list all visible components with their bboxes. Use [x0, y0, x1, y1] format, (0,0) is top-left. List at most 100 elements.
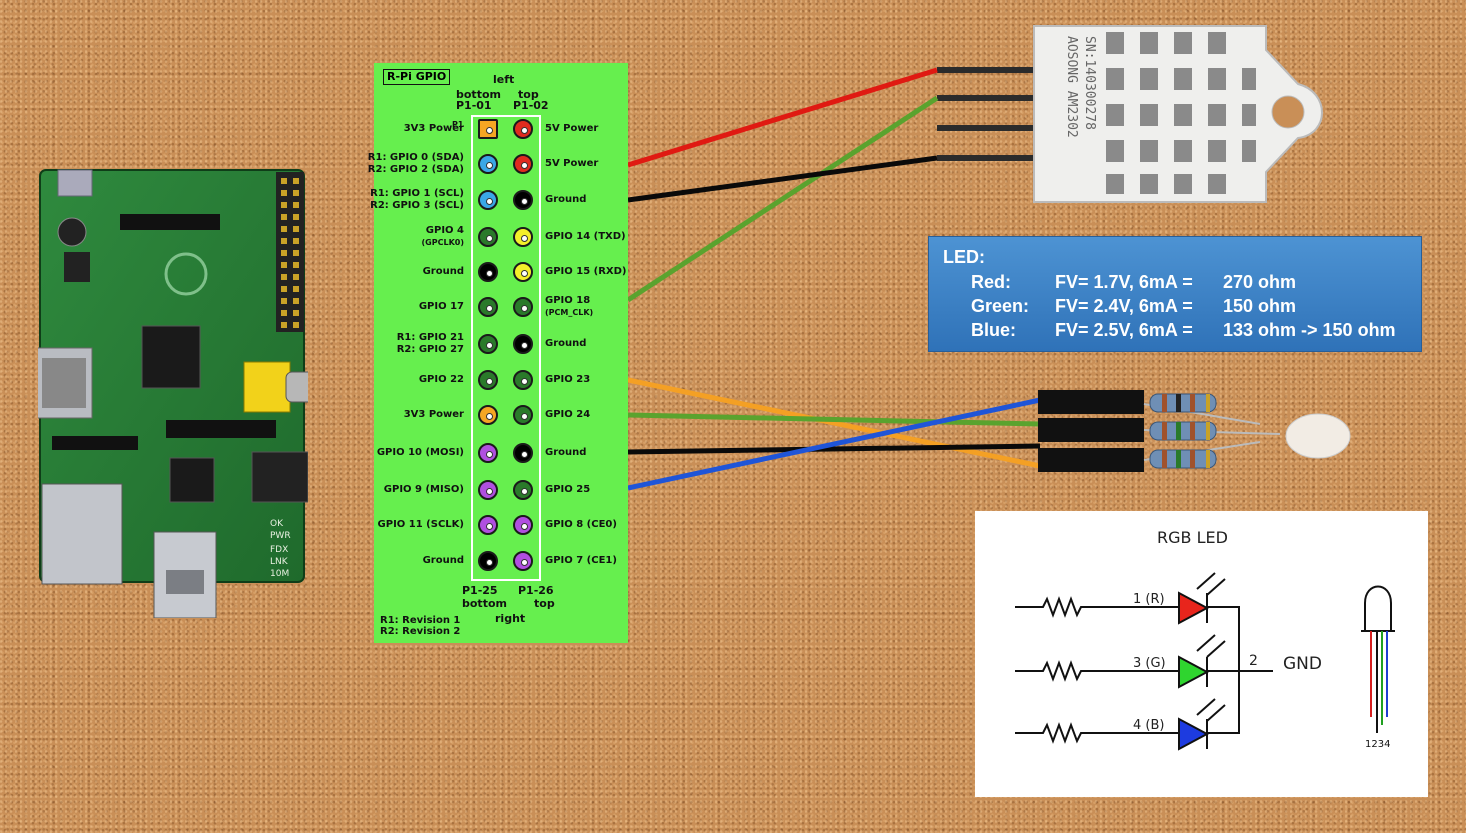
- p1-01-label: P1-01: [456, 99, 492, 112]
- led-resistor-info-box: LED: Red: FV= 1.7V, 6mA = 270 ohm Green:…: [928, 236, 1422, 352]
- gpio-right-label: GPIO 24: [545, 409, 590, 421]
- gpio-left-label: Ground: [423, 555, 464, 567]
- gpio-pin-right-9: [513, 405, 533, 425]
- led-heading: LED:: [943, 247, 985, 267]
- svg-text:LNK: LNK: [270, 557, 289, 567]
- gpio-left-label-line: R1: GPIO 21: [396, 332, 464, 343]
- p1-marker: P1: [452, 120, 464, 129]
- led-blue-color: Blue:: [971, 320, 1016, 340]
- gpio-left-label-line: GPIO 10 (MOSI): [376, 447, 464, 458]
- sensor-model-text: AOSONG AM2302: [1064, 36, 1079, 138]
- gpio-left-label: R1: GPIO 1 (SCL)R2: GPIO 3 (SCL): [370, 188, 464, 212]
- top-label: top: [518, 88, 539, 101]
- p1-02-label: P1-02: [513, 99, 549, 112]
- gpio-left-label-line: Ground: [422, 555, 464, 566]
- gpio-right-label-line: GPIO 24: [545, 409, 591, 420]
- gpio-pin-left-1: [478, 119, 498, 139]
- gpio-right-label-line: 5V Power: [545, 158, 599, 169]
- gpio-right-label-line: GPIO 18: [545, 295, 591, 306]
- gpio-left-label-line: 3V3 Power: [403, 409, 464, 420]
- gpio-pin-left-5: [478, 262, 498, 282]
- gpio-left-label-line: R1: GPIO 0 (SDA): [367, 152, 464, 163]
- dht22-sensor: AOSONG AM2302 SN:140300278: [1033, 25, 1323, 203]
- led-red-resistor: 270 ohm: [1223, 272, 1297, 292]
- gpio-pin-right-7: [513, 334, 533, 354]
- gpio-pin-left-3: [478, 190, 498, 210]
- led-blue-spec: FV= 2.5V, 6mA =: [1055, 320, 1193, 340]
- gpio-right-label: Ground: [545, 447, 586, 459]
- gpio-pin-left-10: [478, 443, 498, 463]
- gpio-right-label: GPIO 18 (PCM_CLK): [545, 295, 593, 319]
- gpio-pin-right-11: [513, 480, 533, 500]
- gnd-label: GND: [1283, 654, 1322, 674]
- led-pin-numbers: 1234: [1365, 739, 1390, 750]
- green-wire-sensor: [626, 95, 939, 303]
- gpio-pin-right-5: [513, 262, 533, 282]
- gpio-right-label-line: (PCM_CLK): [545, 308, 594, 317]
- gpio-left-label: GPIO 11 (SCLK): [378, 519, 464, 531]
- gpio-pin-right-2: [513, 154, 533, 174]
- gpio-right-label-line: 5V Power: [545, 123, 599, 134]
- gpio-right-label-line: GPIO 7 (CE1): [545, 555, 617, 566]
- b-pin-label: 4 (B): [1133, 718, 1164, 733]
- green-wire-led: [627, 412, 1041, 427]
- gpio-pin-left-12: [478, 515, 498, 535]
- gpio-pin-left-9: [478, 405, 498, 425]
- gpio-left-label: GPIO 17: [419, 301, 464, 313]
- gpio-right-label-line: Ground: [545, 338, 587, 349]
- gpio-left-label-line: R1: GPIO 1 (SCL): [370, 188, 464, 199]
- gpio-left-label-line: R2: GPIO 27: [396, 344, 464, 355]
- gpio-left-label-line: (GPCLK0): [421, 238, 464, 247]
- gpio-left-label: 3V3 Power: [404, 123, 464, 135]
- svg-text:10M: 10M: [270, 569, 289, 579]
- gpio-pin-left-13: [478, 551, 498, 571]
- p1-26-label: P1-26: [518, 584, 554, 597]
- gpio-left-label: GPIO 4 (GPCLK0): [422, 225, 464, 249]
- gpio-left-label: GPIO 10 (MOSI): [377, 447, 464, 459]
- rgb-led-schematic: RGB LED 1 (R) 3 (G) 4 (B) 2 GND 1234: [975, 511, 1428, 797]
- pin-header-frame: [471, 115, 541, 581]
- orange-wire: [627, 377, 1041, 469]
- r-pin-label: 1 (R): [1133, 592, 1165, 607]
- led-blue-resistor: 133 ohm -> 150 ohm: [1223, 320, 1396, 340]
- gpio-right-label: GPIO 8 (CE0): [545, 519, 617, 531]
- schematic-title: RGB LED: [1157, 528, 1228, 547]
- led-green-resistor: 150 ohm: [1223, 296, 1297, 316]
- top-label-2: top: [534, 597, 555, 610]
- gpio-pin-right-4: [513, 227, 533, 247]
- gpio-right-label-line: Ground: [545, 194, 587, 205]
- gpio-pin-left-7: [478, 334, 498, 354]
- blue-wire: [627, 397, 1041, 491]
- gpio-pin-left-2: [478, 154, 498, 174]
- gpio-right-label: 5V Power: [545, 123, 598, 135]
- gpio-right-label: 5V Power: [545, 158, 598, 170]
- gpio-right-label: GPIO 23: [545, 374, 590, 386]
- gpio-right-label-line: GPIO 25: [545, 484, 591, 495]
- gpio-left-label-line: R2: GPIO 2 (SDA): [367, 164, 464, 175]
- led-green-spec: FV= 2.4V, 6mA =: [1055, 296, 1193, 316]
- gpio-left-label-line: Ground: [422, 266, 464, 277]
- sensor-serial-text: SN:140300278: [1082, 36, 1097, 130]
- led-red-color: Red:: [971, 272, 1011, 292]
- gpio-left-label: 3V3 Power: [404, 409, 464, 421]
- gpio-right-label: GPIO 25: [545, 484, 590, 496]
- gpio-pin-right-12: [513, 515, 533, 535]
- bottom-label: bottom: [456, 88, 501, 101]
- gpio-pin-right-8: [513, 370, 533, 390]
- svg-text:PWR: PWR: [270, 531, 291, 541]
- gpio-title: R-Pi GPIO: [383, 69, 451, 85]
- gpio-left-label-line: GPIO 4: [425, 225, 464, 236]
- led-red-spec: FV= 1.7V, 6mA =: [1055, 272, 1193, 292]
- led-green-color: Green:: [971, 296, 1030, 316]
- black-wire-sensor: [627, 155, 938, 203]
- gpio-right-label: GPIO 7 (CE1): [545, 555, 617, 567]
- gpio-right-label-line: GPIO 14 (TXD): [545, 231, 626, 242]
- gpio-right-label-line: Ground: [545, 447, 587, 458]
- bottom-label-2: bottom: [462, 597, 507, 610]
- revision-1-note: R1: Revision 1: [380, 615, 461, 626]
- gpio-left-label-line: GPIO 9 (MISO): [383, 484, 464, 495]
- right-label: right: [495, 612, 526, 625]
- gpio-pin-left-11: [478, 480, 498, 500]
- gpio-pin-left-4: [478, 227, 498, 247]
